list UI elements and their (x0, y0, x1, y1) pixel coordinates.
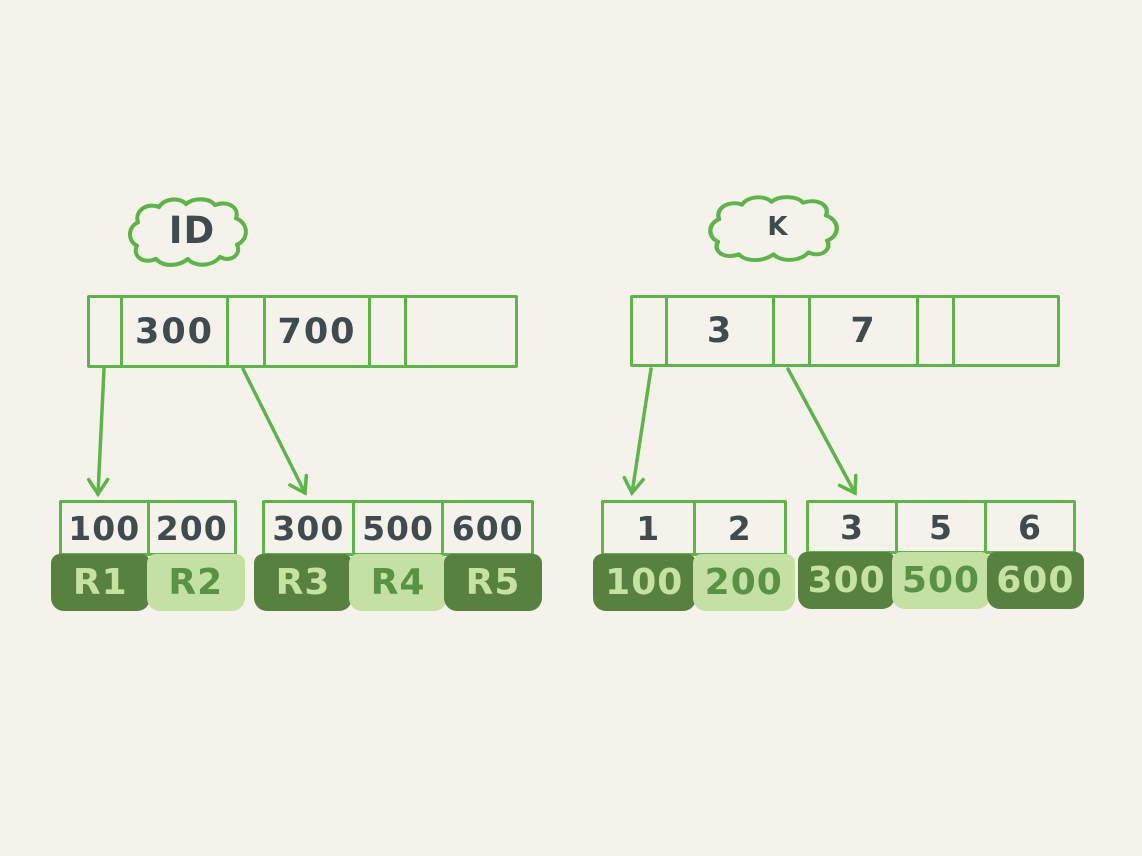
key-cell: 7 (811, 298, 919, 364)
leaf-record-row: 100 200 (593, 554, 795, 611)
record-cell: 300 (798, 552, 896, 609)
pointer-cell (775, 298, 811, 364)
pointer-cell (371, 298, 407, 365)
cloud-icon (128, 197, 248, 267)
record-cell: 500 (892, 552, 990, 609)
record-cell: R2 (146, 554, 245, 611)
key-cell: 200 (155, 508, 228, 548)
key-cell: 1 (604, 503, 696, 553)
key-cell: 6 (1018, 507, 1042, 547)
k-index-leaf-node-1: 1 2 100 200 (593, 500, 795, 611)
record-cell: 200 (692, 554, 795, 611)
key-cell: 5 (898, 503, 987, 551)
arrow-k-leaf2 (786, 367, 858, 496)
leaf-key-row: 100 200 (59, 500, 237, 556)
pointer-cell (633, 298, 668, 364)
key-cell: 500 (355, 503, 445, 553)
k-index-root-node: 3 7 (630, 295, 1060, 367)
id-index-leaf-node-2: 300 500 600 R3 R4 R5 (254, 500, 542, 611)
id-index-root-node: 300 700 (87, 295, 518, 368)
arrow-id-leaf2 (241, 367, 309, 496)
id-index-leaf-node-1: 100 200 R1 R2 (51, 500, 245, 611)
leaf-key-row: 1 2 (601, 500, 787, 556)
leaf-key-row: 3 5 6 (806, 500, 1076, 554)
record-cell: R5 (444, 554, 542, 611)
cloud-icon (708, 195, 839, 263)
pointer-cell (229, 298, 266, 365)
key-cell: 3 (668, 298, 775, 364)
leaf-key-row: 300 500 600 (262, 500, 534, 556)
empty-key-cell (955, 298, 1057, 364)
id-index-cloud-label: ID (168, 209, 216, 252)
record-cell: 100 (593, 554, 696, 611)
key-cell: 700 (266, 298, 371, 365)
k-index-cloud-label: K (767, 212, 789, 242)
pointer-cell (919, 298, 955, 364)
record-cell: 600 (986, 552, 1084, 609)
pointer-cell (90, 298, 123, 365)
k-index-cloud: K (706, 194, 850, 264)
key-cell: 100 (62, 503, 150, 553)
record-cell: R4 (349, 554, 447, 611)
record-cell: R3 (254, 554, 352, 611)
empty-key-cell (407, 298, 515, 365)
leaf-record-row: R3 R4 R5 (254, 554, 542, 611)
arrow-id-leaf1 (86, 367, 110, 498)
key-cell: 3 (809, 503, 898, 551)
record-cell: R1 (51, 554, 150, 611)
leaf-record-row: 300 500 600 (798, 552, 1084, 609)
key-cell: 300 (123, 298, 229, 365)
k-index-leaf-node-2: 3 5 6 300 500 600 (798, 500, 1084, 609)
leaf-record-row: R1 R2 (51, 554, 245, 611)
key-cell: 300 (265, 503, 355, 553)
key-cell: 600 (451, 508, 524, 548)
key-cell: 2 (727, 508, 752, 548)
id-index-cloud: ID (126, 196, 258, 269)
arrow-k-leaf1 (622, 367, 653, 497)
